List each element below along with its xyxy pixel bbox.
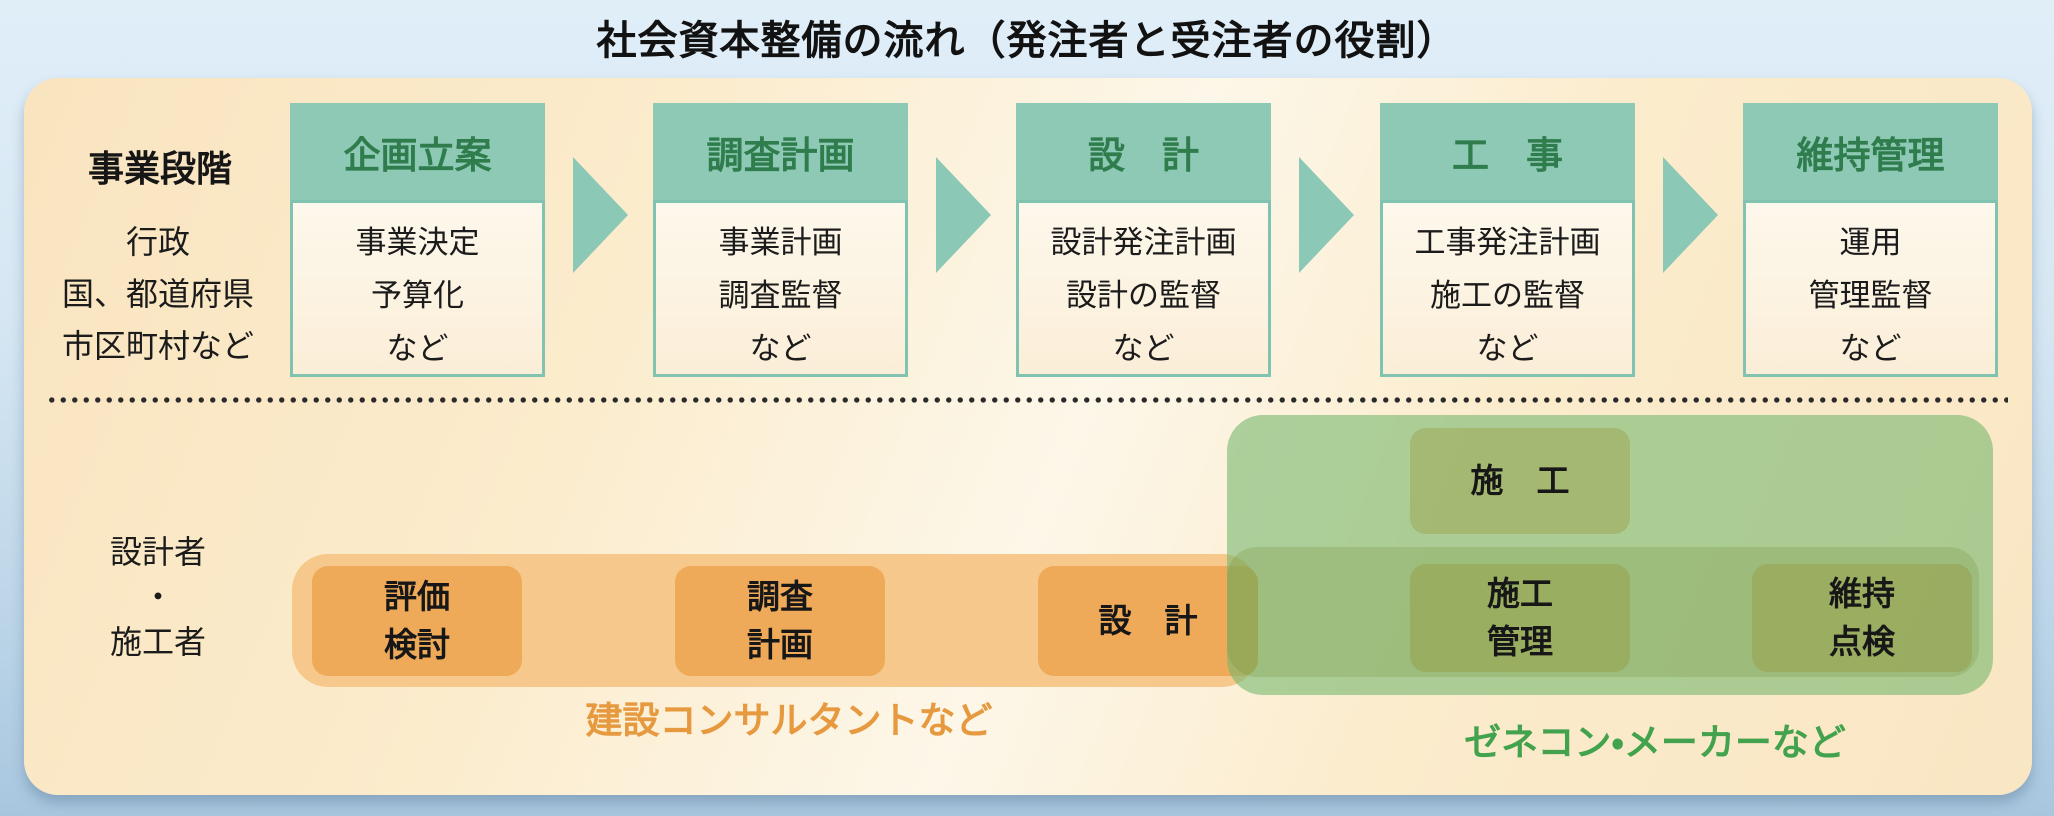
contractor-label-line: 設計者 (109, 533, 206, 571)
stage-body-line: 設計の監督 (1066, 278, 1221, 314)
stage-header: 企画立案 (290, 103, 545, 200)
stage-body-line: 事業計画 (718, 225, 843, 261)
stage-body: 運用 管理監督 など (1743, 200, 1998, 377)
owner-lane-sublabel: 行政 国、都道府県 市区町村など (8, 216, 308, 372)
box-label-line: 施 工 (1470, 461, 1570, 500)
box-label-line: 維持 (1829, 574, 1895, 613)
stage-header: 設 計 (1016, 103, 1271, 200)
stage-body-line: など (1476, 331, 1539, 367)
stage-box-planning: 企画立案 事業決定 予算化 など (290, 103, 545, 377)
contractor-lane-label: 設計者 ・ 施工者 (8, 530, 308, 665)
contractor-box-construction-management: 施工 管理 (1410, 564, 1630, 672)
consultant-box-evaluation: 評価 検討 (312, 566, 522, 676)
general-contractor-caption: ゼネコン・メーカーなど (1464, 721, 1846, 764)
box-label-line: 管理 (1487, 622, 1553, 661)
stage-body-line: 施工の監督 (1430, 278, 1585, 314)
stage-body-line: 運用 (1839, 225, 1902, 261)
stage-body-line: 調査監督 (718, 278, 843, 314)
stage-box-design: 設 計 設計発注計画 設計の監督 など (1016, 103, 1271, 377)
stage-header: 工 事 (1380, 103, 1635, 200)
stage-box-survey: 調査計画 事業計画 調査監督 など (653, 103, 908, 377)
box-label-line: 検討 (384, 625, 450, 664)
contractor-label-line: ・ (141, 578, 174, 616)
consultant-box-survey-planning: 調査 計画 (675, 566, 885, 676)
stage-body-line: など (386, 331, 449, 367)
general-contractor-row-band (1227, 547, 1979, 677)
stage-header: 調査計画 (653, 103, 908, 200)
stage-box-construction: 工 事 工事発注計画 施工の監督 など (1380, 103, 1635, 377)
box-label-line: 設 計 (1098, 601, 1198, 640)
consultant-caption: 建設コンサルタントなど (585, 699, 993, 742)
stage-body-line: 予算化 (371, 278, 464, 314)
flow-arrow-icon (1663, 157, 1718, 273)
box-label-line: 計画 (747, 625, 813, 664)
box-label-line: 点検 (1829, 622, 1895, 661)
flow-arrow-icon (936, 157, 991, 273)
contractor-box-maintenance-inspection: 維持 点検 (1752, 564, 1972, 672)
consultant-box-design: 設 計 (1038, 566, 1258, 676)
stage-body-line: など (749, 331, 812, 367)
owner-sublabel-line: 市区町村など (61, 327, 254, 365)
box-label-line: 調査 (747, 577, 813, 616)
general-contractor-scope-area (1227, 415, 1993, 695)
contractor-label-line: 施工者 (109, 623, 206, 661)
box-label-line: 評価 (384, 577, 450, 616)
stage-body-line: 設計発注計画 (1050, 225, 1237, 261)
page-title: 社会資本整備の流れ（発注者と受注者の役割） (596, 18, 1458, 64)
stage-body: 事業計画 調査監督 など (653, 200, 908, 377)
stage-body: 事業決定 予算化 など (290, 200, 545, 377)
flow-arrow-icon (1299, 157, 1354, 273)
owner-lane-title: 事業段階 (87, 149, 232, 190)
lane-divider-dotted-line (46, 396, 2008, 404)
owner-sublabel-line: 国、都道府県 (61, 275, 254, 313)
owner-sublabel-line: 行政 (125, 223, 190, 261)
stage-box-maintenance: 維持管理 運用 管理監督 など (1743, 103, 1998, 377)
stage-body: 工事発注計画 施工の監督 など (1380, 200, 1635, 377)
stage-body-line: など (1112, 331, 1175, 367)
stage-body-line: 事業決定 (355, 225, 480, 261)
stage-body-line: など (1839, 331, 1902, 367)
stage-body-line: 管理監督 (1808, 278, 1933, 314)
flow-arrow-icon (573, 157, 628, 273)
box-label-line: 施工 (1487, 574, 1553, 613)
stage-header: 維持管理 (1743, 103, 1998, 200)
stage-body: 設計発注計画 設計の監督 など (1016, 200, 1271, 377)
contractor-box-construction: 施 工 (1410, 428, 1630, 534)
stage-body-line: 工事発注計画 (1414, 225, 1601, 261)
